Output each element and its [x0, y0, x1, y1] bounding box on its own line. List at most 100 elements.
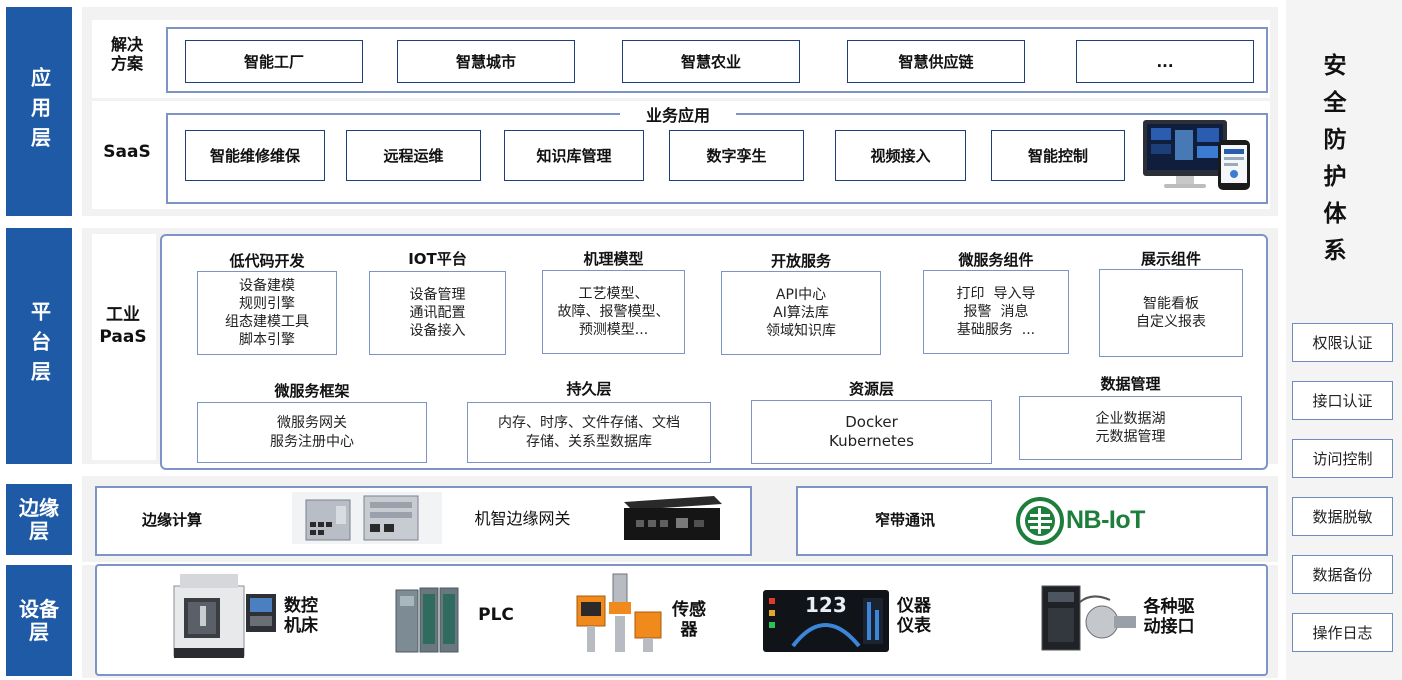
paas-line: AI算法库: [773, 304, 829, 321]
paas-mechanism-title: 机理模型: [583, 250, 644, 268]
plc-image: [395, 587, 459, 653]
saas-title: 业务应用: [620, 102, 736, 126]
saas-knowledge-base[interactable]: 知识库管理: [504, 130, 644, 181]
edge-compute-label: 边缘计算: [141, 511, 202, 529]
meter-readout: 123: [805, 593, 847, 617]
paas-data-management-box[interactable]: 企业数据湖 元数据管理: [1019, 396, 1242, 460]
saas-digital-twin[interactable]: 数字孪生: [669, 130, 804, 181]
paas-line: 打印 导入导: [956, 285, 1036, 302]
saas-remote-ops[interactable]: 远程运维: [346, 130, 481, 181]
saas-item-label: 远程运维: [383, 147, 444, 165]
solution-smart-city[interactable]: 智慧城市: [397, 40, 575, 83]
paas-microservice-component-box[interactable]: 打印 导入导 报警 消息 基础服务 ...: [923, 270, 1069, 354]
security-item-label: 访问控制: [1312, 450, 1373, 468]
paas-line: 工艺模型、: [578, 285, 649, 302]
solution-smart-factory[interactable]: 智能工厂: [185, 40, 363, 83]
paas-lowcode-box[interactable]: 设备建模 规则引擎 组态建模工具 脚本引擎: [197, 271, 337, 355]
edge-layer-label: 边缘层: [19, 495, 59, 543]
saas-label: SaaS: [103, 142, 151, 162]
paas-line: 微服务网关: [277, 415, 347, 432]
solution-label: 智能工厂: [243, 53, 304, 71]
globe-icon: [1016, 497, 1064, 545]
cnc-machine-image: [173, 574, 276, 658]
saas-maintenance[interactable]: 智能维修维保: [185, 130, 325, 181]
paas-line: 内存、时序、文件存储、文档: [498, 415, 680, 432]
paas-persistence-box[interactable]: 内存、时序、文件存储、文档 存储、关系型数据库: [467, 402, 711, 463]
meter-label: 仪器仪表: [897, 596, 931, 637]
paas-line: 智能看板: [1143, 295, 1199, 312]
paas-microservice-component-title: 微服务组件: [958, 251, 1034, 269]
paas-microservice-framework-title: 微服务框架: [274, 382, 350, 400]
paas-line: 设备建模: [239, 277, 295, 294]
gateway-label: 机智边缘网关: [474, 509, 571, 528]
solution-label: ...: [1156, 52, 1174, 71]
paas-line: Kubernetes: [829, 432, 914, 450]
paas-line: 预测模型...: [578, 322, 649, 339]
edge-layer-tab: 边缘层: [6, 484, 72, 555]
solutions-label: 解决方案: [110, 35, 143, 74]
security-item-label: 接口认证: [1312, 392, 1373, 410]
paas-line: 企业数据湖: [1095, 410, 1166, 427]
saas-video-access[interactable]: 视频接入: [835, 130, 966, 181]
security-permission-auth[interactable]: 权限认证: [1292, 323, 1393, 362]
security-data-masking[interactable]: 数据脱敏: [1292, 497, 1393, 536]
solution-smart-supply-chain[interactable]: 智慧供应链: [847, 40, 1025, 83]
paas-line: 设备接入: [409, 323, 466, 340]
drive-label: 各种驱动接口: [1143, 597, 1195, 638]
narrowband-label: 窄带通讯: [874, 511, 935, 529]
plc-label: PLC: [478, 605, 514, 625]
paas-line: 元数据管理: [1095, 429, 1166, 445]
servo-drive-image: [1041, 585, 1136, 651]
paas-line: 服务注册中心: [270, 433, 354, 450]
saas-smart-control[interactable]: 智能控制: [991, 130, 1125, 181]
security-access-control[interactable]: 访问控制: [1292, 439, 1393, 478]
paas-line: 规则引擎: [239, 295, 295, 312]
paas-label-cell: [92, 234, 156, 460]
solution-smart-agriculture[interactable]: 智慧农业: [622, 40, 800, 83]
application-layer-tab: 应用层: [6, 7, 72, 216]
security-title: 安全防护体系: [1323, 53, 1347, 264]
paas-mechanism-box[interactable]: 工艺模型、 故障、报警模型、 预测模型...: [542, 270, 685, 354]
paas-open-service-box[interactable]: API中心 AI算法库 领域知识库: [721, 271, 881, 355]
paas-line: API中心: [775, 286, 827, 303]
security-operation-log[interactable]: 操作日志: [1292, 613, 1393, 652]
paas-line: 组态建模工具: [225, 314, 309, 330]
security-data-backup[interactable]: 数据备份: [1292, 555, 1393, 594]
security-item-label: 数据脱敏: [1312, 508, 1373, 526]
dashboard-image: 123: [763, 590, 889, 652]
paas-line: 通讯配置: [409, 304, 466, 321]
solution-label: 智慧城市: [455, 53, 516, 71]
paas-iot-box[interactable]: 设备管理 通讯配置 设备接入: [369, 271, 506, 355]
sensor-label: 传感器: [672, 600, 706, 641]
security-item-label: 权限认证: [1312, 334, 1373, 352]
gateway-device-image: [624, 496, 722, 540]
paas-open-service-title: 开放服务: [770, 252, 831, 270]
nbiot-logo-text: NB-IoT: [1066, 506, 1145, 534]
platform-layer-tab: 平台层: [6, 228, 72, 464]
paas-line: 自定义报表: [1136, 314, 1206, 330]
paas-resource-box[interactable]: Docker Kubernetes: [751, 400, 992, 464]
paas-data-management-title: 数据管理: [1100, 375, 1161, 393]
paas-persistence-title: 持久层: [566, 380, 612, 398]
paas-microservice-framework-box[interactable]: 微服务网关 服务注册中心: [197, 402, 427, 463]
security-item-label: 数据备份: [1312, 566, 1373, 584]
paas-line: 领域知识库: [766, 323, 836, 340]
paas-line: 存储、关系型数据库: [526, 433, 652, 450]
paas-line: 脚本引擎: [239, 332, 295, 349]
paas-line: 报警 消息: [963, 303, 1029, 320]
solution-more[interactable]: ...: [1076, 40, 1254, 83]
saas-item-label: 视频接入: [870, 147, 931, 165]
saas-item-label: 知识库管理: [536, 147, 612, 165]
platform-layer-label: 平台层: [27, 301, 52, 391]
security-interface-auth[interactable]: 接口认证: [1292, 381, 1393, 420]
solution-label: 智慧农业: [680, 53, 741, 71]
paas-lowcode-title: 低代码开发: [229, 252, 305, 270]
security-item-label: 操作日志: [1312, 624, 1373, 642]
paas-display-component-box[interactable]: 智能看板 自定义报表: [1099, 269, 1243, 357]
application-layer-label: 应用层: [27, 66, 52, 157]
monitor-phone-image: [1143, 120, 1250, 190]
sensor-image: [576, 573, 662, 652]
nbiot-logo: NB-IoT: [1014, 496, 1146, 546]
paas-display-component-title: 展示组件: [1140, 250, 1201, 268]
